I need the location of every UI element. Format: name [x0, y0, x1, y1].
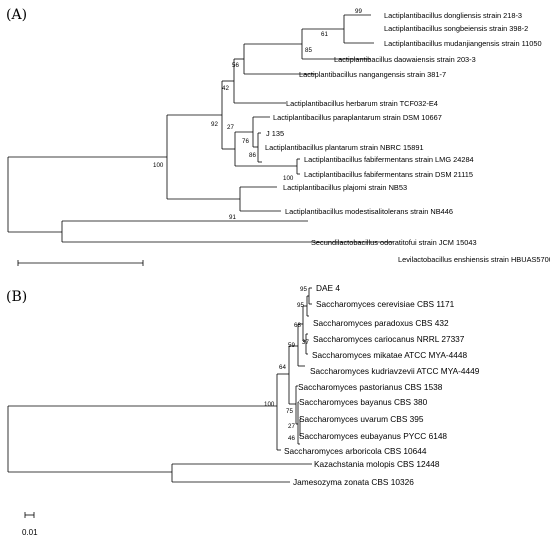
tree-a-branches	[7, 14, 393, 243]
tip-label: Lactiplantibacillus dongliensis strain 2…	[384, 11, 522, 20]
bootstrap-value: 99	[355, 8, 362, 15]
tip-label: Lactiplantibacillus fabifermentans strai…	[304, 170, 473, 179]
tip-label: Lactiplantibacillus songbeiensis strain …	[384, 24, 528, 33]
bootstrap-value: 37	[302, 339, 309, 346]
tip-label: Saccharomyces kudriavzevii ATCC MYA-4449	[310, 366, 480, 376]
tip-label: Levilactobacillus enshiensis strain HBUA…	[398, 255, 550, 264]
tip-label: Lactiplantibacillus mudanjiangensis stra…	[384, 39, 542, 48]
panel-b: (B)	[6, 283, 480, 537]
bootstrap-value: 86	[249, 152, 256, 159]
bootstrap-value: 64	[279, 364, 286, 371]
tip-label: Jamesozyma zonata CBS 10326	[293, 477, 414, 487]
tip-label: Lactiplantibacillus herbarum strain TCF0…	[286, 99, 438, 108]
bootstrap-value: 100	[153, 162, 164, 169]
bootstrap-value: 56	[232, 62, 239, 69]
tip-label: Lactiplantibacillus modestisalitolerans …	[285, 207, 453, 216]
bootstrap-value: 42	[222, 85, 229, 92]
tip-label: Lactiplantibacillus paraplantarum strain…	[273, 113, 442, 122]
tip-label: Saccharomyces mikatae ATCC MYA-4448	[312, 350, 467, 360]
bootstrap-value: 95	[300, 286, 307, 293]
tip-label: Kazachstania molopis CBS 12448	[314, 459, 440, 469]
tip-label: Saccharomyces eubayanus PYCC 6148	[299, 431, 447, 441]
tip-label: Lactiplantibacillus fabifermentans strai…	[304, 155, 474, 164]
tip-label: Lactiplantibacillus plajomi strain NB53	[283, 183, 407, 192]
tree-a-bootstrap: 99 61 85 56 42 92 27 76 86 100 100 91	[153, 8, 362, 221]
tip-label: Saccharomyces cariocanus NRRL 27337	[313, 334, 465, 344]
bootstrap-value: 27	[227, 124, 234, 131]
tip-label: Saccharomyces arboricola CBS 10644	[284, 446, 427, 456]
scale-bar-a	[17, 260, 144, 266]
bootstrap-value: 61	[321, 31, 328, 38]
tip-label: Secundilactobacillus odoratitofui strain…	[311, 238, 477, 247]
tip-label: DAE 4	[316, 283, 340, 293]
tip-label: Lactiplantibacillus plantarum strain NBR…	[265, 143, 424, 152]
bootstrap-value: 27	[288, 423, 295, 430]
tip-label: Lactiplantibacillus daowaiensis strain 2…	[334, 55, 476, 64]
bootstrap-value: 76	[242, 138, 249, 145]
panel-a: (A)	[6, 7, 550, 266]
bootstrap-value: 100	[264, 401, 275, 408]
tip-label: Saccharomyces pastorianus CBS 1538	[298, 382, 443, 392]
scale-bar-b: 0.01	[22, 512, 38, 537]
tip-label: Saccharomyces paradoxus CBS 432	[313, 318, 449, 328]
bootstrap-value: 68	[294, 322, 301, 329]
tip-label: Saccharomyces bayanus CBS 380	[299, 397, 428, 407]
bootstrap-value: 75	[286, 408, 293, 415]
tip-label: Saccharomyces uvarum CBS 395	[299, 414, 424, 424]
tree-a-tip-labels: Lactiplantibacillus dongliensis strain 2…	[265, 11, 550, 264]
bootstrap-value: 85	[305, 47, 312, 54]
panel-b-label: (B)	[6, 289, 27, 305]
tip-label: Saccharomyces cerevisiae CBS 1171	[316, 299, 455, 309]
tip-label: Lactiplantibacillus nangangensis strain …	[299, 70, 446, 79]
bootstrap-value: 95	[297, 302, 304, 309]
bootstrap-value: 92	[211, 121, 218, 128]
bootstrap-value: 59	[288, 342, 295, 349]
scale-bar-label: 0.01	[22, 528, 38, 537]
tree-b-bootstrap: 95 95 68 37 59 64 100 75 27 46	[264, 286, 309, 442]
tip-label: J 135	[266, 129, 284, 138]
tree-b-branches	[7, 287, 312, 483]
panel-a-label: (A)	[6, 7, 27, 23]
bootstrap-value: 46	[288, 435, 295, 442]
bootstrap-value: 100	[283, 175, 294, 182]
tree-b-tip-labels: DAE 4 Saccharomyces cerevisiae CBS 1171 …	[284, 283, 480, 487]
bootstrap-value: 91	[229, 214, 236, 221]
